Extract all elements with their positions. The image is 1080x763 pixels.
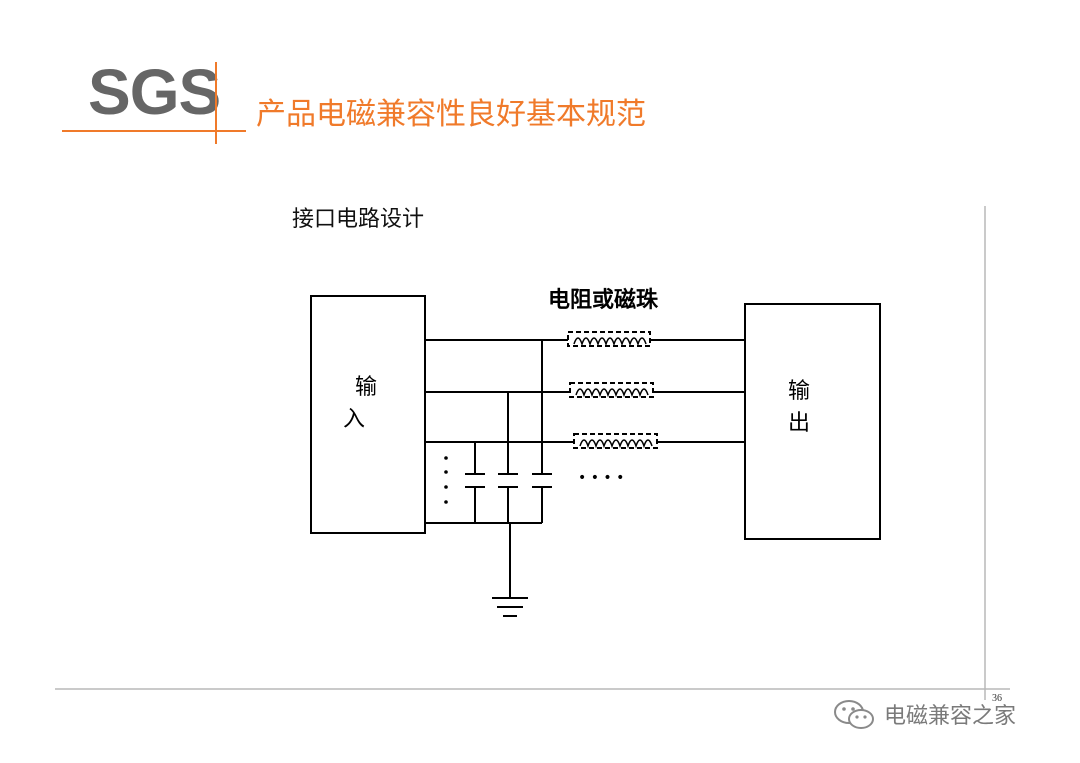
more-capacitors-dots [444,456,448,504]
output-block [744,303,881,540]
watermark: 电磁兼容之家 [832,700,1016,734]
ground-icon [492,597,528,617]
output-label-1: 输 [788,379,810,404]
capacitor-3 [532,340,552,523]
sgs-logo: SGS [88,56,221,128]
page-title: 产品电磁兼容性良好基本规范 [256,97,646,132]
input-label-2: 入 [343,407,365,432]
signal-lines [425,339,745,443]
section-subtitle: 接口电路设计 [292,207,425,232]
page-number: 36 [992,693,1002,704]
capacitor-2 [498,392,518,523]
component-label: 电阻或磁珠 [548,287,659,313]
ferrite-bead-3 [573,433,658,449]
output-label-2: 出 [788,411,810,436]
ferrite-bead-1 [567,331,651,347]
more-lines-dots: • • • • [578,470,624,486]
input-label-1: 输 [355,375,377,400]
ferrite-bead-2 [569,382,654,398]
watermark-text: 电磁兼容之家 [884,704,1017,729]
capacitor-1 [465,442,485,523]
wechat-icon [832,698,876,736]
input-block [310,295,426,534]
capacitors [425,340,552,597]
